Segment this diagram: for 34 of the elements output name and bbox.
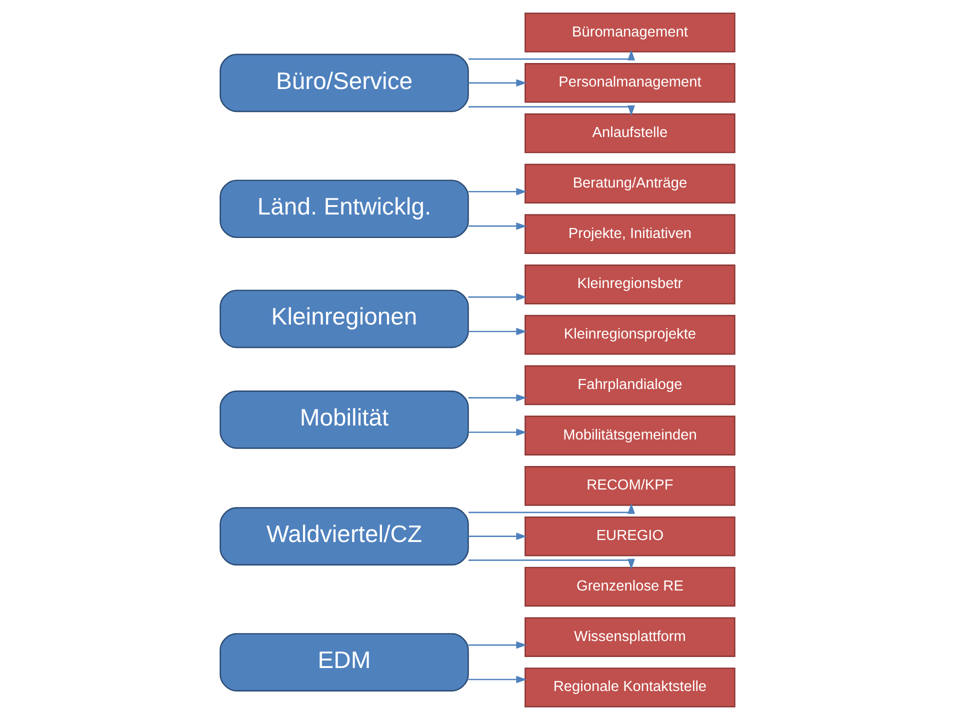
- node-box: Anlaufstelle: [524, 113, 735, 154]
- node-box: Kleinregionsbetr: [524, 264, 735, 304]
- node-box: Grenzenlose RE: [524, 566, 735, 607]
- node-box: Mobilität: [219, 390, 468, 449]
- arrow: [468, 428, 526, 436]
- node-box: RECOM/KPF: [524, 466, 735, 506]
- arrow: [468, 188, 526, 196]
- node-box: Büro/Service: [219, 54, 468, 112]
- node-box: Kleinregionsprojekte: [524, 314, 735, 355]
- node-box: EUREGIO: [524, 516, 735, 556]
- node-box: Mobilitätsgemeinden: [524, 416, 735, 456]
- node-box: Büromanagement: [524, 12, 735, 52]
- node-box: Beratung/Anträge: [524, 164, 735, 204]
- arrow: [468, 394, 526, 402]
- node-box: Waldviertel/CZ: [219, 507, 468, 566]
- node-box: Personalmanagement: [524, 63, 735, 103]
- node-box: Regionale Kontaktstelle: [524, 668, 735, 708]
- arrow: [468, 558, 634, 570]
- node-box: Wissensplattform: [524, 617, 735, 657]
- arrow: [468, 532, 526, 540]
- arrow: [468, 641, 526, 649]
- arrow: [468, 503, 634, 514]
- node-box: Kleinregionen: [219, 290, 468, 348]
- node-box: Projekte, Initiativen: [524, 214, 735, 254]
- node-box: EDM: [219, 633, 468, 692]
- node-box: Fahrplandialoge: [524, 365, 735, 406]
- arrow: [468, 328, 526, 336]
- arrow: [468, 50, 634, 60]
- node-box: Länd. Entwicklg.: [219, 180, 468, 238]
- arrow: [468, 222, 526, 230]
- arrow: [468, 676, 526, 684]
- arrow: [468, 105, 634, 116]
- arrow: [468, 293, 526, 301]
- arrow: [468, 79, 526, 87]
